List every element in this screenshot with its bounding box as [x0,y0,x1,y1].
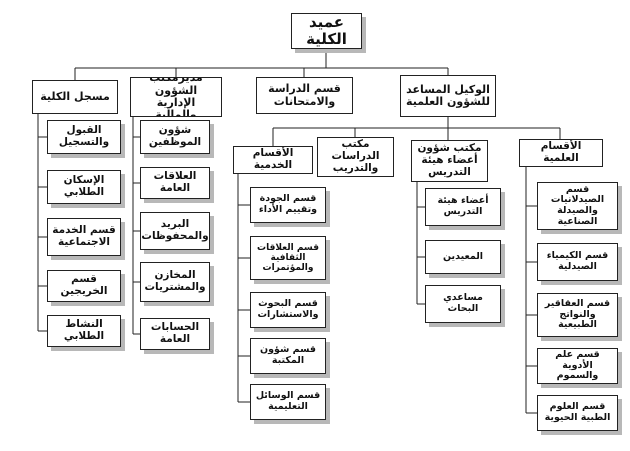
service-item-quality: قسم الجودة وتقييم الأداء [250,187,326,223]
admin-item-mail-archives: البريد والمحفوظات [140,212,210,250]
vice-dean-box: الوكيل المساعد للشؤون العلمية [400,75,496,117]
scientific-item-pharmacology: قسم علم الأدوية والسموم [537,348,618,384]
scientific-item-pharmacognosy: قسم العقاقير والنواتج الطبيعية [537,293,618,337]
registrar-item-housing: الإسكان الطلابي [47,170,121,204]
scientific-item-biomedical: قسم العلوم الطبية الحيوية [537,395,618,431]
training-office-box: مكتب الدراسات والتدريب [317,137,394,177]
scientific-item-pharmaceutics: قسم الصيدلانيات والصيدلة الصناعية [537,182,618,230]
service-item-cultural-relations: قسم العلاقات الثقافية والمؤتمرات [250,236,326,280]
admin-item-public-relations: العلاقات العامة [140,167,210,199]
service-item-research: قسم البحوث والاستشارات [250,292,326,328]
faculty-item-members: أعضاء هيئة التدريس [425,188,501,226]
registrar-item-student-activity: النشاط الطلابي [47,315,121,347]
studies-exams-box: قسم الدراسة والامتحانات [256,77,353,114]
faculty-item-research-assistants: مساعدي البحاث [425,285,501,323]
admin-item-accounts: الحسابات العامة [140,318,210,350]
service-departments-box: الأقسام الخدمية [233,146,313,174]
scientific-item-pharmaceutical-chemistry: قسم الكيمياء الصيدلية [537,243,618,281]
registrar-box: مسجل الكلية [32,80,118,114]
registrar-item-social-service: قسم الخدمة الاجتماعية [47,218,121,256]
registrar-item-graduates: قسم الخريجين [47,270,121,302]
faculty-item-demonstrators: المعيدين [425,240,501,274]
service-item-library: قسم شؤون المكتبة [250,338,326,374]
service-item-educational-aids: قسم الوسائل التعليمية [250,384,326,420]
registrar-item-admission: القبول والتسجيل [47,120,121,154]
admin-director-box: مديرمكتب الشؤون الإدارية والمالية [130,77,222,117]
scientific-departments-box: الأقسام العلمية [519,139,603,167]
faculty-affairs-office-box: مكتب شؤون أعضاء هيئة التدريس [411,140,488,182]
admin-item-personnel: شؤون الموظفين [140,120,210,154]
dean-box: عميد الكلية [291,13,362,49]
admin-item-stores-purchases: المخازن والمشتريات [140,262,210,302]
